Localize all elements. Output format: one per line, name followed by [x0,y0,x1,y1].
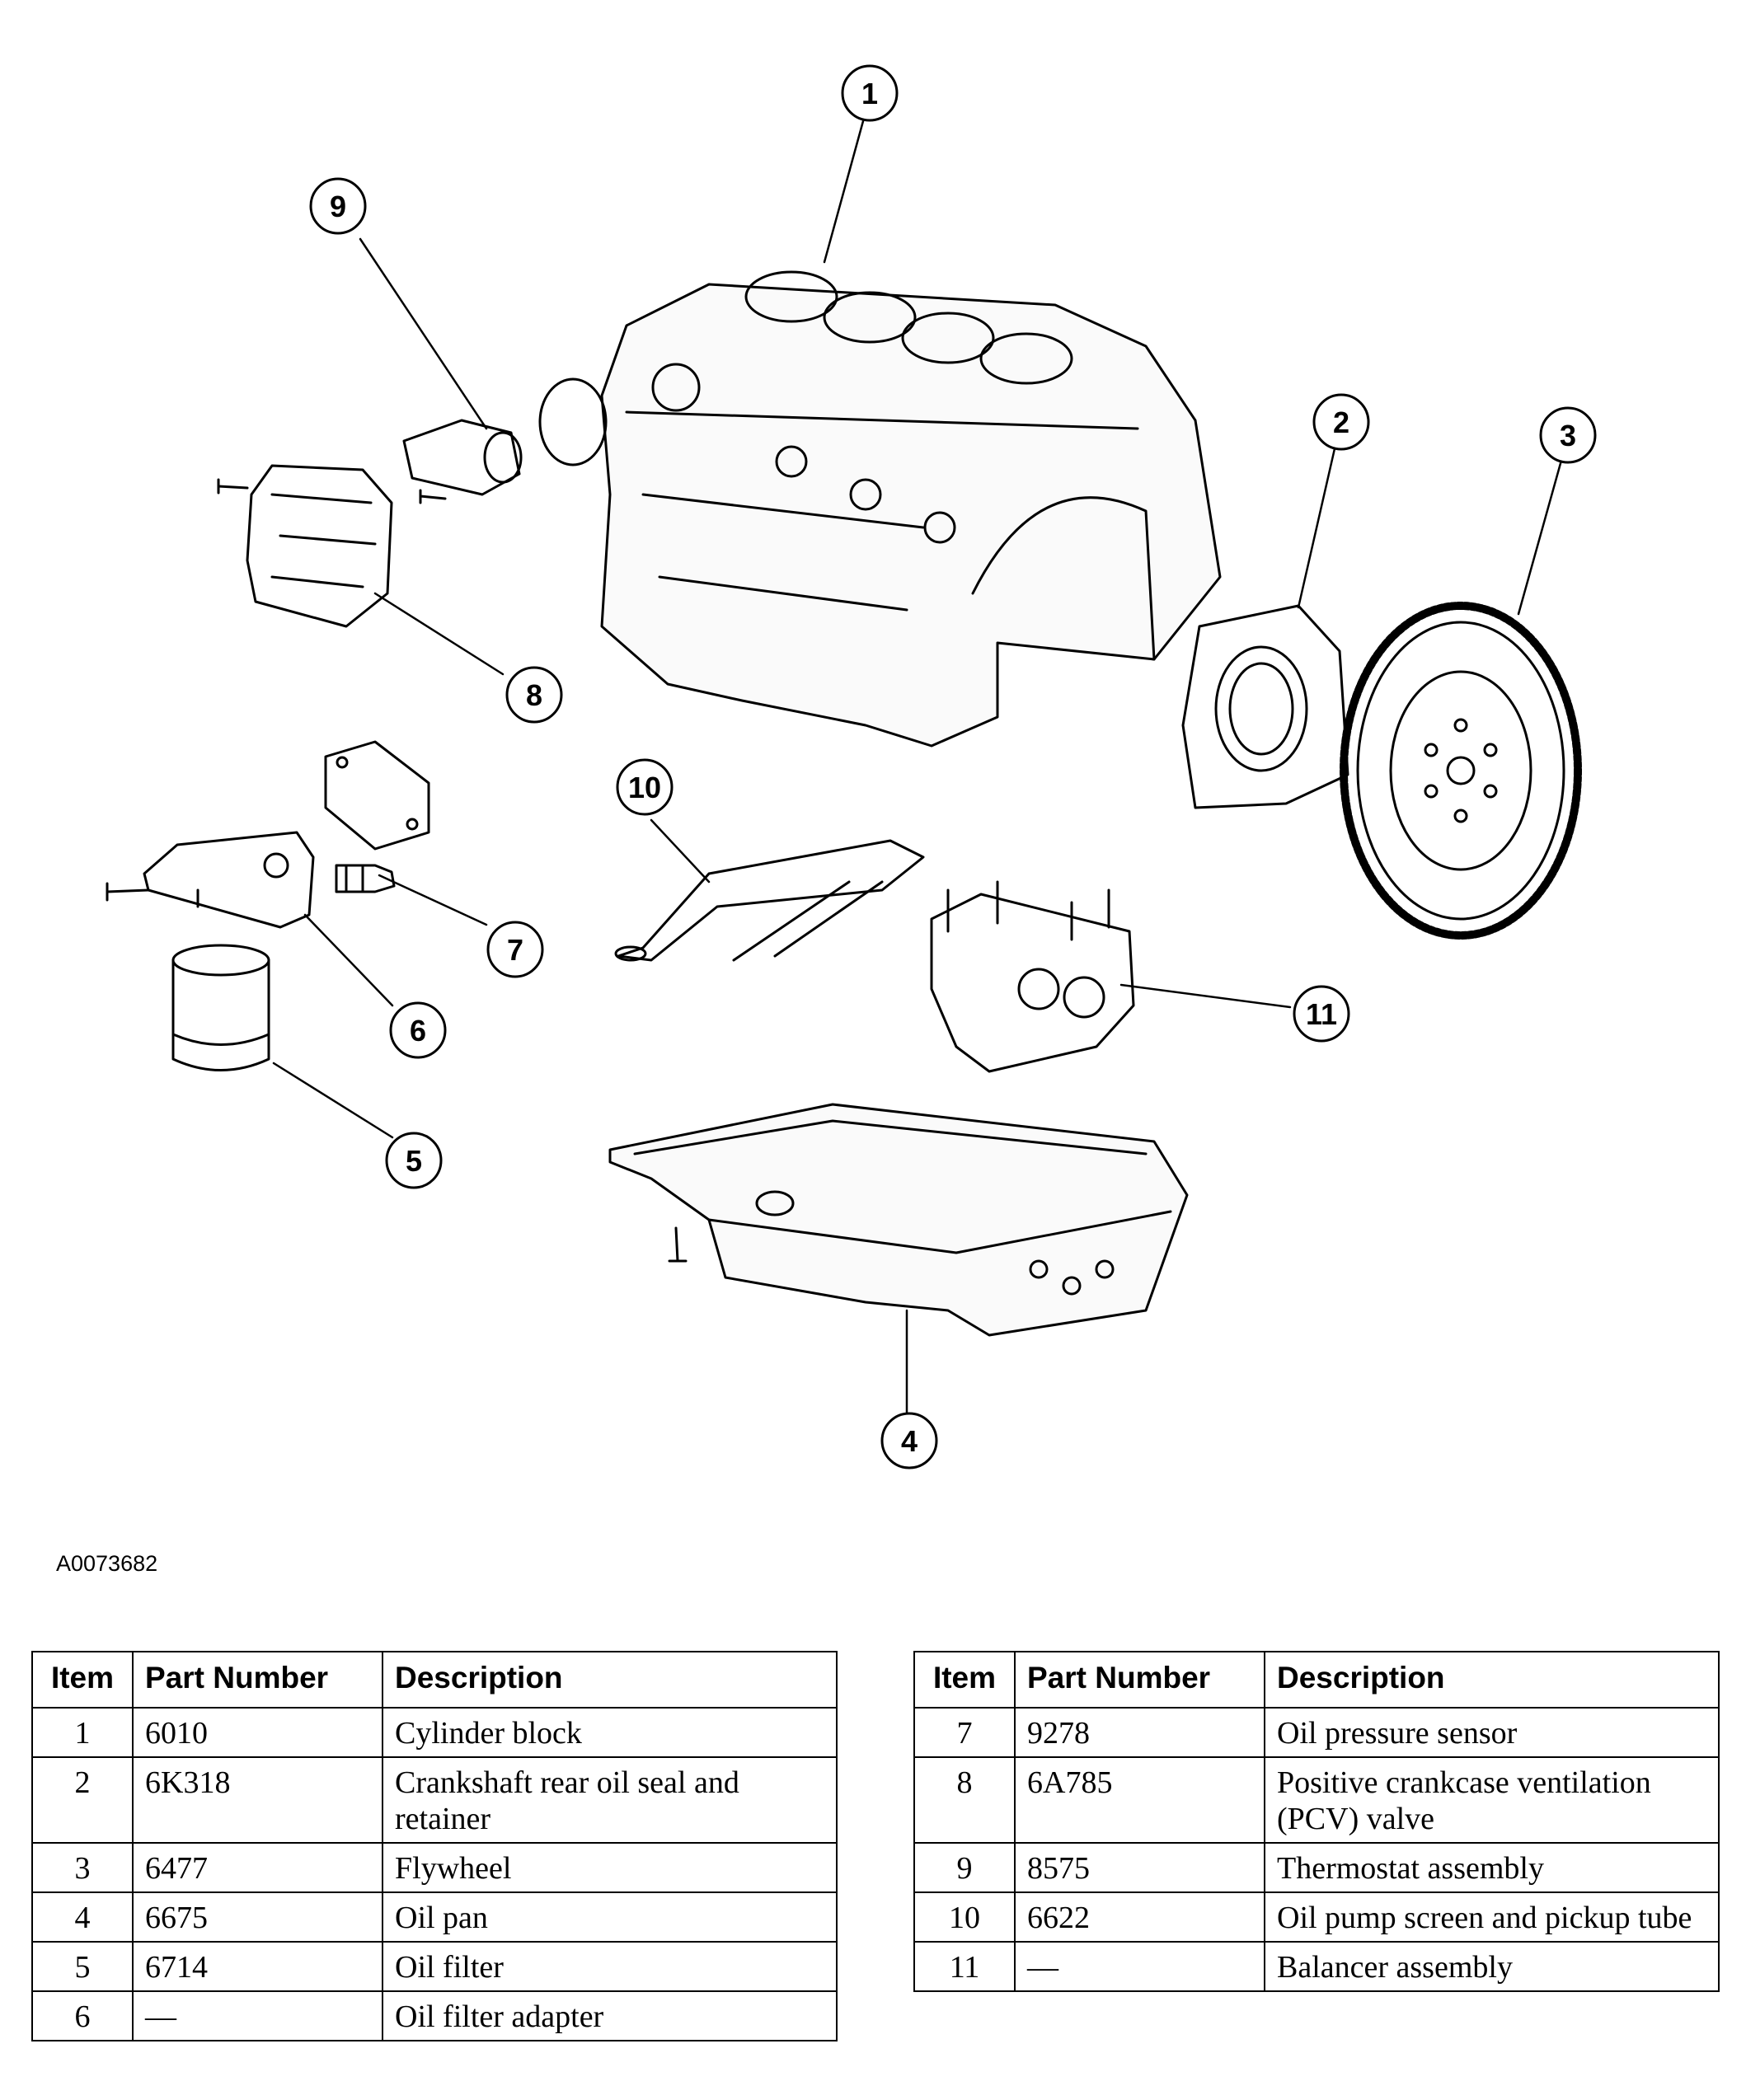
callout-5: 5 [385,1132,443,1189]
leader-lines [272,120,1564,1415]
callout-7: 7 [486,921,544,978]
parts-table-right: Item Part Number Description 7 9278 Oil … [913,1651,1720,1992]
svg-text:3: 3 [1560,419,1576,452]
table-header-row: Item Part Number Description [31,1651,838,1709]
exploded-engine-diagram: 1 2 3 4 5 6 7 8 9 10 11 [106,64,1597,1470]
table-row: 6 — Oil filter adapter [31,1990,838,2041]
part-number-cell: 6675 [132,1891,383,1943]
description-header: Description [382,1651,838,1709]
svg-text:5: 5 [406,1144,422,1178]
thermostat-assembly-part [402,377,608,496]
callout-1: 1 [841,64,899,122]
description-cell: Oil pressure sensor [1264,1707,1720,1758]
table-row: 9 8575 Thermostat assembly [913,1842,1720,1893]
description-cell: Flywheel [382,1842,838,1893]
callout-2: 2 [1312,393,1370,451]
table-row: 5 6714 Oil filter [31,1941,838,1992]
table-row: 3 6477 Flywheel [31,1842,838,1893]
callout-9: 9 [309,177,367,235]
callout-6: 6 [389,1001,447,1059]
table-row: 1 6010 Cylinder block [31,1707,838,1758]
oil-pan-part [608,1103,1189,1337]
oil-filter-part [171,944,270,1071]
description-cell: Oil filter [382,1941,838,1992]
svg-text:10: 10 [628,771,661,804]
callout-3: 3 [1539,406,1597,464]
svg-text:2: 2 [1333,405,1349,439]
description-cell: Oil pump screen and pickup tube [1264,1891,1720,1943]
oil-filter-adapter-part [106,831,315,929]
part-number-cell: 6477 [132,1842,383,1893]
description-cell: Oil filter adapter [382,1990,838,2041]
item-cell: 2 [31,1756,134,1844]
item-cell: 9 [913,1842,1016,1893]
table-row: 10 6622 Oil pump screen and pickup tube [913,1891,1720,1943]
item-cell: 5 [31,1941,134,1992]
description-cell: Thermostat assembly [1264,1842,1720,1893]
item-cell: 11 [913,1941,1016,1992]
cylinder-block-part [600,270,1222,748]
part-number-cell: — [132,1990,383,2041]
description-cell: Balancer assembly [1264,1941,1720,1992]
description-cell: Crankshaft rear oil seal and retainer [382,1756,838,1844]
part-number-cell: 6A785 [1014,1756,1265,1844]
flywheel-part [1340,602,1582,940]
rear-oil-seal-retainer-part [1181,604,1349,809]
item-cell: 4 [31,1891,134,1943]
adapter-gasket-part [324,740,430,851]
part-number-cell: 6010 [132,1707,383,1758]
item-cell: 6 [31,1990,134,2041]
part-number-cell: 6714 [132,1941,383,1992]
pcv-valve-part [217,464,447,628]
part-number-cell: 6K318 [132,1756,383,1844]
description-header: Description [1264,1651,1720,1709]
table-row: 4 6675 Oil pan [31,1891,838,1943]
table-row: 11 — Balancer assembly [913,1941,1720,1992]
part-number-cell: 8575 [1014,1842,1265,1893]
description-cell: Positive crankcase ventilation (PCV) val… [1264,1756,1720,1844]
table-row: 8 6A785 Positive crankcase ventilation (… [913,1756,1720,1844]
oil-pressure-sensor-part [335,864,396,893]
item-cell: 7 [913,1707,1016,1758]
figure-reference-code: A0073682 [56,1551,158,1576]
item-cell: 10 [913,1891,1016,1943]
item-header: Item [31,1651,134,1709]
description-cell: Oil pan [382,1891,838,1943]
item-cell: 1 [31,1707,134,1758]
svg-text:8: 8 [526,678,542,712]
parts-table-left: Item Part Number Description 1 6010 Cyli… [31,1651,838,2041]
part-number-header: Part Number [132,1651,383,1709]
part-number-cell: 6622 [1014,1891,1265,1943]
svg-text:6: 6 [410,1014,426,1048]
callout-11: 11 [1293,985,1350,1043]
item-cell: 8 [913,1756,1016,1844]
part-number-cell: 9278 [1014,1707,1265,1758]
table-row: 2 6K318 Crankshaft rear oil seal and ret… [31,1756,838,1844]
svg-text:7: 7 [507,933,523,967]
svg-text:1: 1 [861,77,878,110]
svg-text:9: 9 [330,190,346,223]
item-cell: 3 [31,1842,134,1893]
callout-4: 4 [880,1412,938,1470]
callout-10: 10 [616,758,674,816]
item-header: Item [913,1651,1016,1709]
table-row: 7 9278 Oil pressure sensor [913,1707,1720,1758]
part-number-cell: — [1014,1941,1265,1992]
balancer-assembly-part [930,880,1135,1073]
svg-text:11: 11 [1306,997,1337,1031]
part-number-header: Part Number [1014,1651,1265,1709]
callout-8: 8 [505,666,563,724]
svg-text:4: 4 [901,1424,918,1458]
description-cell: Cylinder block [382,1707,838,1758]
table-header-row: Item Part Number Description [913,1651,1720,1709]
oil-pump-pickup-tube-part [614,839,925,962]
